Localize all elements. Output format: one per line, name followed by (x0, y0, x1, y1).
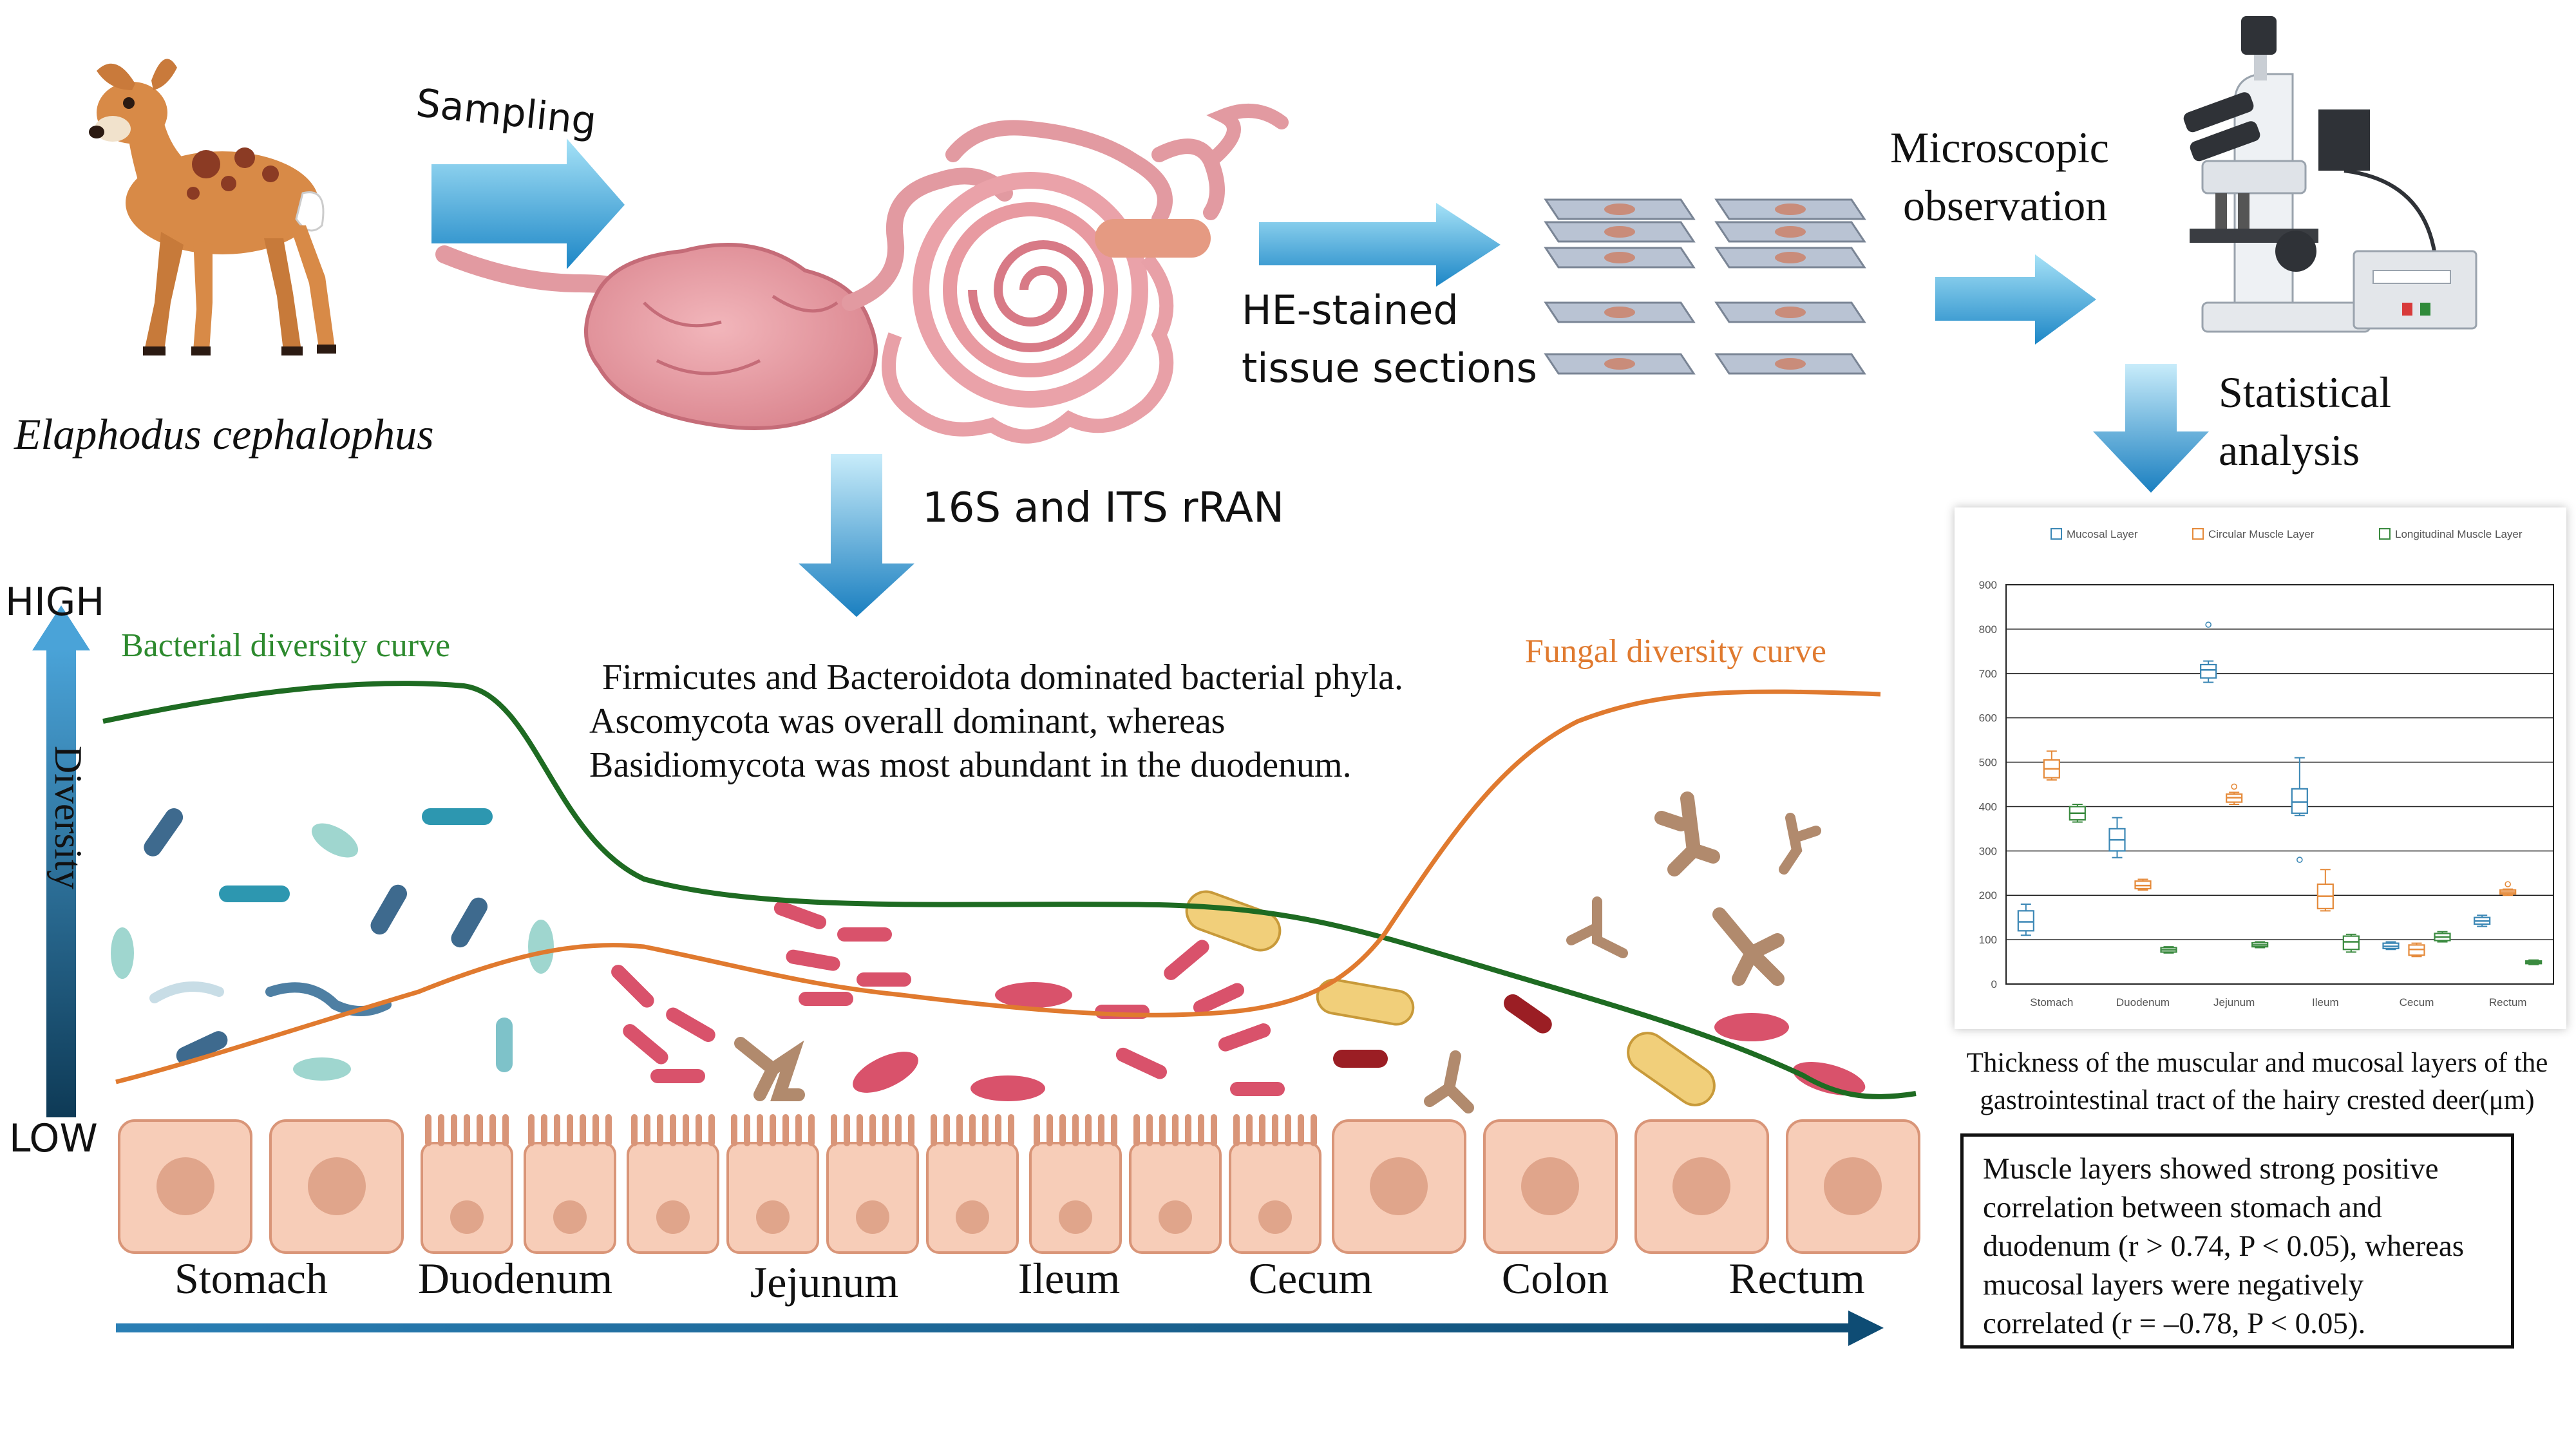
y-tick-label: 600 (1979, 712, 1997, 724)
diversity-axis-label: Diversity (47, 745, 90, 890)
x-tick-label: Duodenum (2116, 996, 2170, 1009)
analysis-label: analysis (2219, 426, 2360, 475)
observation-arrow (1935, 254, 2096, 345)
correlation-line: correlation between stomach and (1983, 1191, 2382, 1224)
box-body (2342, 935, 2360, 951)
diversity-low-label: LOW (9, 1116, 98, 1161)
sectioning-arrow (1259, 203, 1501, 287)
segment-label-stomach: Stomach (175, 1254, 328, 1303)
caption-line: Thickness of the muscular and mucosal la… (1966, 1048, 2548, 1078)
legend-label: Circular Muscle Layer (2208, 528, 2315, 540)
y-tick-label: 700 (1979, 668, 1997, 680)
x-tick-label: Jejunum (2213, 996, 2255, 1009)
sequencing-label: 16S and ITS rRAN (922, 484, 1284, 532)
microbiota-findings: Firmicutes and Bacteroidota dominated ba… (589, 656, 1504, 787)
box-body (2017, 910, 2034, 932)
observation-label: observation (1903, 181, 2108, 230)
fungal-curve-label: Fungal diversity curve (1525, 633, 1826, 670)
bacterial-diversity-curve (102, 681, 1917, 1099)
y-tick-label: 900 (1979, 579, 1997, 591)
segment-label-rectum: Rectum (1728, 1254, 1865, 1303)
x-tick-label: Stomach (2030, 996, 2073, 1009)
chart-caption: Thickness of the muscular and mucosal la… (1938, 1045, 2576, 1119)
segment-label-cecum: Cecum (1248, 1254, 1373, 1303)
finding-line: Ascomycota was overall dominant, whereas (589, 701, 1226, 741)
fungal-diversity-curve (115, 689, 1881, 1084)
plot-frame (2005, 584, 2554, 985)
tissue-sections-label: tissue sections (1242, 345, 1537, 392)
finding-line: Firmicutes and Bacteroidota dominated ba… (602, 658, 1404, 697)
x-tick-label: Rectum (2489, 996, 2527, 1009)
box-outlier (2297, 857, 2303, 863)
y-tick-label: 100 (1979, 934, 1997, 946)
box-outlier (2231, 783, 2237, 790)
microscope-illustration (2183, 16, 2477, 333)
thickness-boxplot-panel: Mucosal Layer Circular Muscle Layer Longit… (1955, 507, 2566, 1029)
segment-label-duodenum: Duodenum (417, 1254, 613, 1303)
microbes (111, 791, 1866, 1113)
segment-label-colon: Colon (1501, 1254, 1609, 1303)
species-name: Elaphodus cephalophus (14, 410, 434, 459)
microscopic-label: Microscopic (1890, 123, 2109, 172)
finding-line: Basidiomycota was most abundant in the d… (589, 745, 1352, 785)
legend-swatch (2192, 528, 2204, 540)
correlation-line: mucosal layers were negatively (1983, 1268, 2364, 1302)
statistics-arrow (2093, 364, 2209, 493)
gut-progression-axis (116, 1311, 1884, 1346)
correlation-line: correlated (r = –0.78, P < 0.05). (1983, 1307, 2366, 1340)
legend-swatch (2050, 528, 2062, 540)
y-tick-label: 300 (1979, 845, 1997, 857)
deer-illustration (89, 59, 336, 355)
y-tick-label: 500 (1979, 757, 1997, 769)
diversity-high-label: HIGH (5, 580, 105, 625)
segment-label-jejunum: Jejunum (750, 1258, 899, 1307)
y-tick-label: 400 (1979, 800, 1997, 813)
sequencing-arrow (799, 454, 914, 617)
correlation-line: duodenum (r > 0.74, P < 0.05), whereas (1983, 1229, 2464, 1263)
box-body (2291, 788, 2308, 814)
gi-tract-illustration (435, 104, 1289, 444)
correlation-summary-box: Muscle layers showed strong positive cor… (1960, 1133, 2514, 1349)
legend-label: Mucosal Layer (2067, 528, 2138, 540)
box-outlier (2505, 881, 2511, 887)
thickness-boxplot: Mucosal Layer Circular Muscle Layer Longit… (1979, 528, 2554, 1009)
box-outlier (2205, 621, 2211, 628)
box-body (2200, 663, 2217, 679)
statistical-label: Statistical (2219, 368, 2392, 417)
legend-label: Longitudinal Muscle Layer (2395, 528, 2523, 540)
caption-line: gastrointestinal tract of the hairy cres… (1980, 1085, 2535, 1115)
he-stained-label: HE-stained (1242, 287, 1459, 334)
x-tick-label: Ileum (2312, 996, 2339, 1009)
sampling-arrow (431, 138, 625, 269)
x-tick-label: Cecum (2400, 996, 2434, 1009)
epithelium-cells (118, 1114, 1920, 1254)
correlation-line: Muscle layers showed strong positive (1983, 1152, 2439, 1186)
y-tick-label: 800 (1979, 623, 1997, 636)
y-tick-label: 200 (1979, 889, 1997, 902)
diversity-axis (32, 605, 90, 1117)
legend-swatch (2379, 528, 2391, 540)
y-tick-label: 0 (1991, 978, 1997, 990)
segment-label-ileum: Ileum (1018, 1254, 1121, 1303)
he-slides (1544, 198, 1866, 375)
bacterial-curve-label: Bacterial diversity curve (121, 627, 451, 664)
